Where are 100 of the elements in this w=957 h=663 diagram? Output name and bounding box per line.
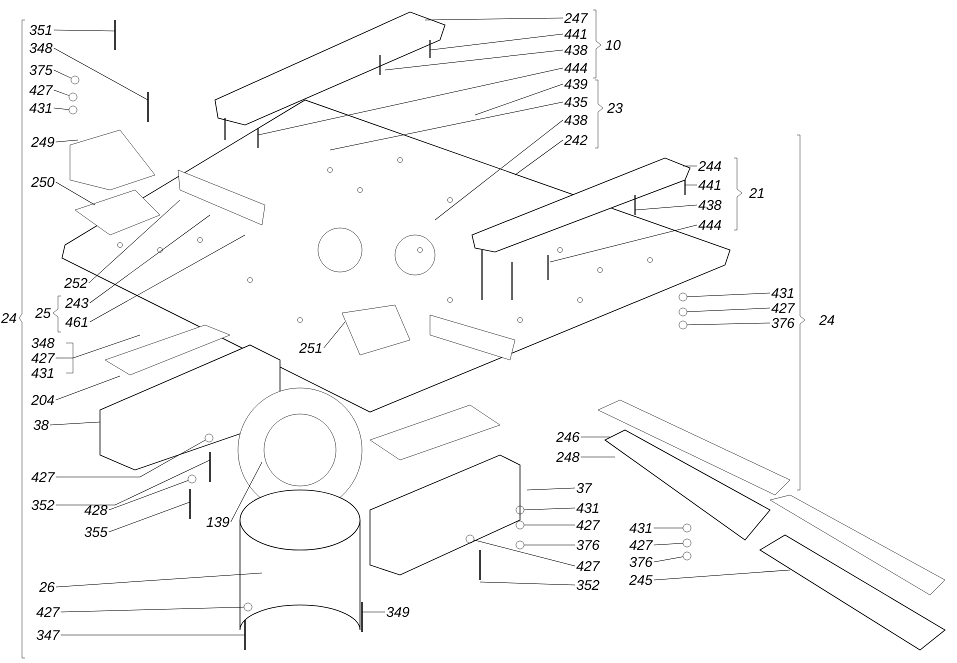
washer [466, 534, 474, 544]
callout-number: 439 [564, 79, 588, 89]
callout-number: 243 [65, 298, 88, 308]
callout-number: 249 [31, 137, 54, 147]
group-number: 24 [1, 313, 16, 323]
callout-number: 204 [31, 395, 54, 405]
leader-line [108, 480, 188, 510]
group-number: 25 [35, 308, 51, 318]
washer [678, 308, 688, 316]
leader-line [56, 440, 206, 478]
group-number: 10 [606, 40, 621, 50]
washer [682, 524, 692, 532]
group-number: 23 [607, 103, 623, 113]
leader-line [686, 292, 770, 298]
callout-number: 438 [564, 115, 588, 125]
callout-number: 376 [576, 540, 600, 550]
leader-line [56, 572, 262, 588]
callout-number: 376 [772, 318, 795, 328]
leader-line [524, 524, 576, 526]
washer [244, 602, 252, 612]
callout-number: 26 [39, 582, 55, 592]
callout-number: 444 [564, 63, 588, 73]
callout-number: 431 [31, 368, 54, 378]
washer [682, 552, 692, 560]
callout-number: 37 [576, 483, 592, 493]
leader-line [324, 322, 346, 348]
callout-number: 438 [698, 200, 722, 210]
callout-number: 427 [36, 607, 60, 617]
leader-line [550, 224, 698, 262]
callout-number: 246 [556, 432, 580, 442]
callout-number: 441 [564, 29, 586, 39]
leader-line [90, 214, 210, 304]
callout-number: 427 [29, 85, 53, 95]
leader-line [54, 30, 116, 32]
callout-number: 252 [64, 278, 88, 288]
callout-number: 428 [84, 505, 108, 515]
leader-line [580, 456, 616, 458]
leader-line [474, 84, 564, 116]
leader-line [654, 543, 684, 546]
callout-number: 244 [698, 161, 722, 171]
washer [678, 320, 688, 330]
leader-line [90, 234, 246, 322]
group-number: 21 [749, 188, 764, 198]
callout-number: 427 [31, 353, 55, 363]
leader-line [56, 182, 96, 206]
washer [68, 106, 78, 114]
callout-number: 431 [29, 103, 52, 113]
washer [70, 76, 80, 84]
callout-number: 348 [30, 43, 52, 53]
callout-number: 427 [771, 303, 795, 313]
callout-number: 438 [564, 45, 588, 55]
callout-number: 248 [556, 452, 580, 462]
washer [516, 506, 524, 514]
callout-number: 245 [629, 575, 653, 585]
washer [204, 434, 214, 442]
leader-line [686, 308, 770, 312]
leader-line [56, 376, 120, 400]
leader-line [60, 606, 244, 612]
leader-line [480, 582, 576, 586]
leader-line [54, 108, 70, 110]
callout-number: 431 [771, 288, 794, 298]
leader-line [54, 90, 70, 96]
leader-line [258, 68, 564, 136]
callout-number: 435 [564, 97, 588, 107]
leader-line [424, 18, 564, 20]
callout-number: 376 [630, 557, 653, 567]
callout-number: 431 [576, 503, 598, 513]
washer [68, 92, 78, 102]
callout-number: 242 [564, 135, 588, 145]
leader-line [686, 322, 770, 326]
callout-number: 352 [32, 500, 54, 510]
group-number: 24 [819, 315, 834, 325]
callout-number: 461 [65, 317, 88, 327]
washer [516, 520, 524, 530]
callout-number: 247 [564, 13, 588, 23]
callout-number: 251 [299, 343, 322, 353]
leader-line [56, 460, 210, 506]
washer [516, 540, 524, 550]
callout-number: 427 [576, 561, 600, 571]
leader-line [430, 34, 564, 50]
leader-line [634, 204, 698, 210]
leader-line [54, 70, 72, 78]
leader-line [108, 502, 190, 532]
callout-number: 352 [576, 580, 600, 590]
leader-line [474, 540, 576, 566]
callout-number: 348 [32, 338, 54, 348]
leader-line [88, 200, 180, 284]
washer [188, 474, 196, 484]
callout-number: 427 [629, 540, 653, 550]
leader-line [514, 140, 564, 176]
washer [682, 538, 692, 548]
leader-line [434, 120, 564, 220]
leader-line [580, 436, 610, 438]
callout-number: 349 [386, 607, 410, 617]
leader-line [56, 334, 140, 358]
leader-line [56, 140, 78, 142]
callout-number: 139 [206, 517, 230, 527]
callout-number: 444 [698, 220, 722, 230]
callout-number: 441 [698, 180, 720, 190]
leader-line [60, 634, 246, 636]
